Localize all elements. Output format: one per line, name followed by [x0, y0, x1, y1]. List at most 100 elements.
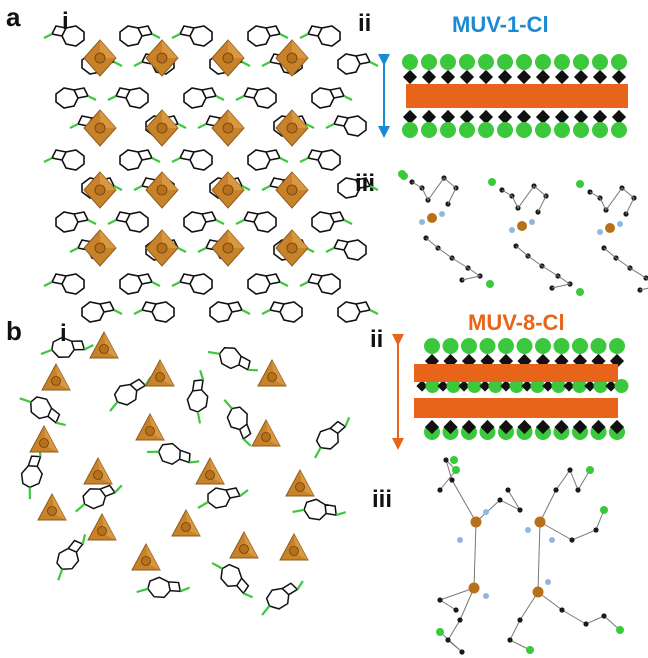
metal-atom	[261, 432, 271, 442]
metal-octahedron	[145, 109, 179, 147]
c-atom	[437, 597, 443, 603]
cl-sphere	[535, 54, 551, 70]
linker-marker	[554, 109, 570, 125]
linker-marker	[535, 69, 551, 85]
metal-atom	[94, 242, 106, 254]
linker-marker	[535, 419, 551, 435]
linker-marker	[535, 109, 551, 125]
ligand	[56, 534, 87, 581]
metal-tetrahedron	[195, 456, 225, 485]
cl-sphere	[611, 54, 627, 70]
ligand	[235, 211, 277, 233]
ligand	[313, 416, 351, 459]
metal-atom	[97, 526, 107, 536]
panel-a-letter: a	[6, 2, 21, 32]
cl-bond	[199, 369, 205, 381]
n-atom	[545, 579, 551, 585]
cl-bond	[279, 33, 289, 39]
ligand	[19, 396, 66, 427]
cl-bond	[55, 421, 66, 427]
linker-marker	[611, 109, 627, 125]
cl-bond	[197, 501, 209, 509]
cl-bond	[241, 185, 251, 191]
linker-marker	[479, 380, 491, 392]
ligand	[133, 301, 175, 323]
metal-atom	[222, 184, 234, 196]
cl-bond	[211, 561, 223, 570]
ligand	[211, 561, 254, 599]
cl-bond	[43, 281, 53, 287]
metal-octahedron	[83, 229, 117, 267]
bond	[539, 509, 605, 541]
c-atom	[553, 487, 559, 493]
cl-bond	[151, 33, 161, 39]
c-atom	[453, 607, 459, 613]
ligand	[261, 301, 303, 323]
c-atom	[517, 617, 523, 623]
linker-marker	[498, 419, 514, 435]
bond	[509, 591, 539, 651]
linker-marker	[592, 109, 608, 125]
c-atom	[575, 487, 581, 493]
cl-bond	[325, 123, 335, 129]
cl-sphere	[467, 379, 482, 393]
metal-tetrahedron	[41, 362, 71, 391]
cl-sphere	[573, 54, 589, 70]
linker-marker	[563, 380, 575, 392]
linker-marker	[611, 69, 627, 85]
metal-tetrahedron	[279, 532, 309, 561]
metal-atom	[222, 122, 234, 134]
cl-sphere	[478, 54, 494, 70]
metal-atom	[470, 516, 482, 528]
cl-bond	[43, 33, 53, 39]
c-atom	[583, 621, 589, 627]
linker-marker	[572, 419, 588, 435]
ligand	[146, 442, 200, 466]
cl-bond	[171, 157, 181, 163]
metal-atom	[286, 122, 298, 134]
cl-sphere	[498, 338, 514, 354]
cl-bond	[335, 511, 347, 517]
c-atom	[507, 637, 513, 643]
metal-atom	[156, 184, 168, 196]
metal-octahedron	[275, 171, 309, 209]
metal-octahedron	[275, 39, 309, 77]
metal-atom	[222, 52, 234, 64]
ligand	[299, 149, 341, 171]
metal-atom	[267, 372, 277, 382]
cl-bond	[261, 61, 271, 67]
cl-bond	[83, 344, 94, 351]
panel-a-ii-label: ii	[358, 10, 372, 37]
ligand	[299, 25, 341, 47]
metal-layer-bar	[414, 364, 618, 382]
cl-bond	[81, 534, 87, 545]
n-atom	[549, 537, 555, 543]
metal-atom	[39, 438, 49, 448]
ligand	[119, 25, 161, 47]
cl-sphere	[488, 379, 503, 393]
ligand	[81, 301, 123, 323]
ligand	[186, 369, 209, 424]
cl-atom	[400, 172, 408, 180]
cl-sphere	[461, 338, 477, 354]
cl-atom	[452, 466, 460, 474]
cl-sphere	[402, 122, 418, 138]
ligand	[209, 301, 251, 323]
ligand	[325, 115, 367, 137]
linker-marker	[478, 109, 494, 125]
cl-sphere	[509, 379, 524, 393]
ligand	[235, 87, 277, 109]
linker-marker	[591, 419, 606, 435]
cl-bond	[369, 61, 379, 67]
cl-sphere	[609, 338, 625, 354]
cl-sphere	[551, 379, 566, 393]
cl-sphere	[440, 122, 456, 138]
ligand	[55, 211, 97, 233]
cl-bond	[69, 123, 79, 129]
linker-marker	[554, 419, 569, 435]
cl-atom	[586, 466, 594, 474]
cl-sphere	[611, 122, 627, 138]
cl-bond	[57, 568, 64, 581]
linker-marker	[440, 69, 456, 85]
metal-octahedron	[83, 171, 117, 209]
